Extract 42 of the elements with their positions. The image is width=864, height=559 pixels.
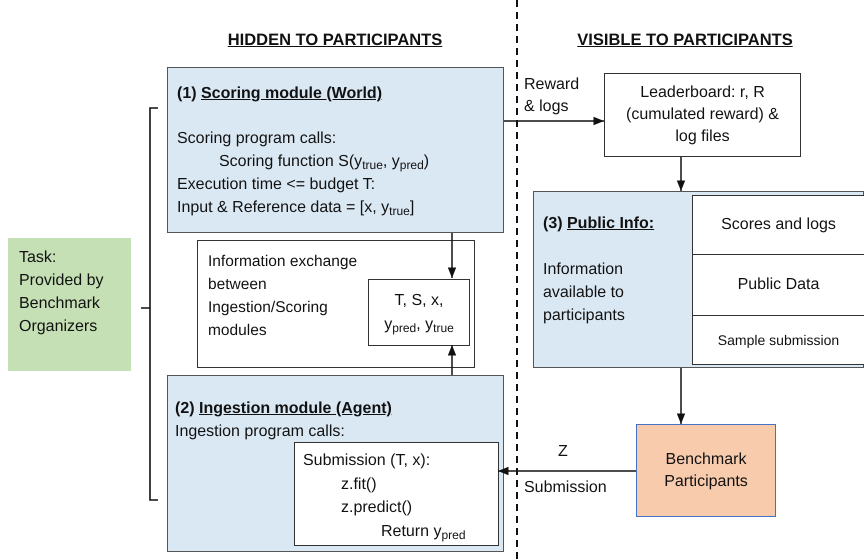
section-heading: HIDDEN TO PARTICIPANTS bbox=[226, 30, 444, 51]
table-cell bbox=[692, 315, 864, 365]
table-cell bbox=[692, 195, 864, 255]
module-text: Scoring function S(y$_{true}$, y$_{pred}$) bbox=[218, 152, 430, 173]
code-box bbox=[294, 442, 499, 546]
arrow-caption: Submission bbox=[524, 478, 607, 498]
code-line: z.predict() bbox=[340, 498, 414, 518]
arrow bbox=[448, 345, 456, 375]
box-text: T, S, x, y$_{pred}$, y$_{true}$ bbox=[383, 290, 455, 336]
code-line: Submission (T, x): bbox=[303, 451, 432, 471]
module-box bbox=[167, 67, 504, 233]
code-line: Return y$_{pred}$ bbox=[380, 522, 466, 543]
task-box bbox=[8, 238, 131, 371]
box-text: Public Data bbox=[738, 275, 820, 295]
code-line: z.fit() bbox=[340, 474, 378, 494]
box-text: Leaderboard: r, R (cumulated reward) & log files bbox=[625, 83, 780, 147]
module-text: Ingestion program calls: bbox=[175, 422, 346, 442]
table-cell bbox=[692, 255, 864, 315]
box-text: Scores and logs bbox=[721, 215, 836, 235]
arrow bbox=[448, 233, 456, 278]
participants-box bbox=[636, 424, 776, 517]
module-text: Input & Reference data = [x, y$_{true}$] bbox=[177, 198, 416, 219]
exchange-text: Information exchange between Ingestion/Scoring modules bbox=[208, 252, 358, 341]
info-panel bbox=[533, 191, 864, 368]
data-box bbox=[368, 279, 470, 346]
module-heading: (2) Ingestion module (Agent) bbox=[175, 399, 392, 419]
module-text: Scoring program calls: bbox=[177, 129, 338, 149]
panel-text: Information available to participants bbox=[543, 260, 626, 326]
module-box bbox=[167, 375, 504, 552]
box-text: Sample submission bbox=[718, 331, 840, 350]
arrow bbox=[676, 368, 686, 424]
module-text: Execution time <= budget T: bbox=[177, 175, 376, 195]
panel-heading: (3) Public Info: bbox=[543, 214, 656, 234]
arrow bbox=[498, 466, 636, 476]
section-heading: VISIBLE TO PARTICIPANTS bbox=[576, 30, 794, 51]
module-heading: (1) Scoring module (World) bbox=[177, 84, 384, 104]
task-text: Task: Provided by Benchmark Organizers bbox=[19, 248, 104, 337]
exchange-box bbox=[197, 240, 475, 368]
leaderboard-box bbox=[604, 73, 801, 157]
arrow bbox=[676, 157, 686, 191]
arrow bbox=[504, 116, 604, 126]
box-text: Benchmark Participants bbox=[663, 450, 749, 492]
